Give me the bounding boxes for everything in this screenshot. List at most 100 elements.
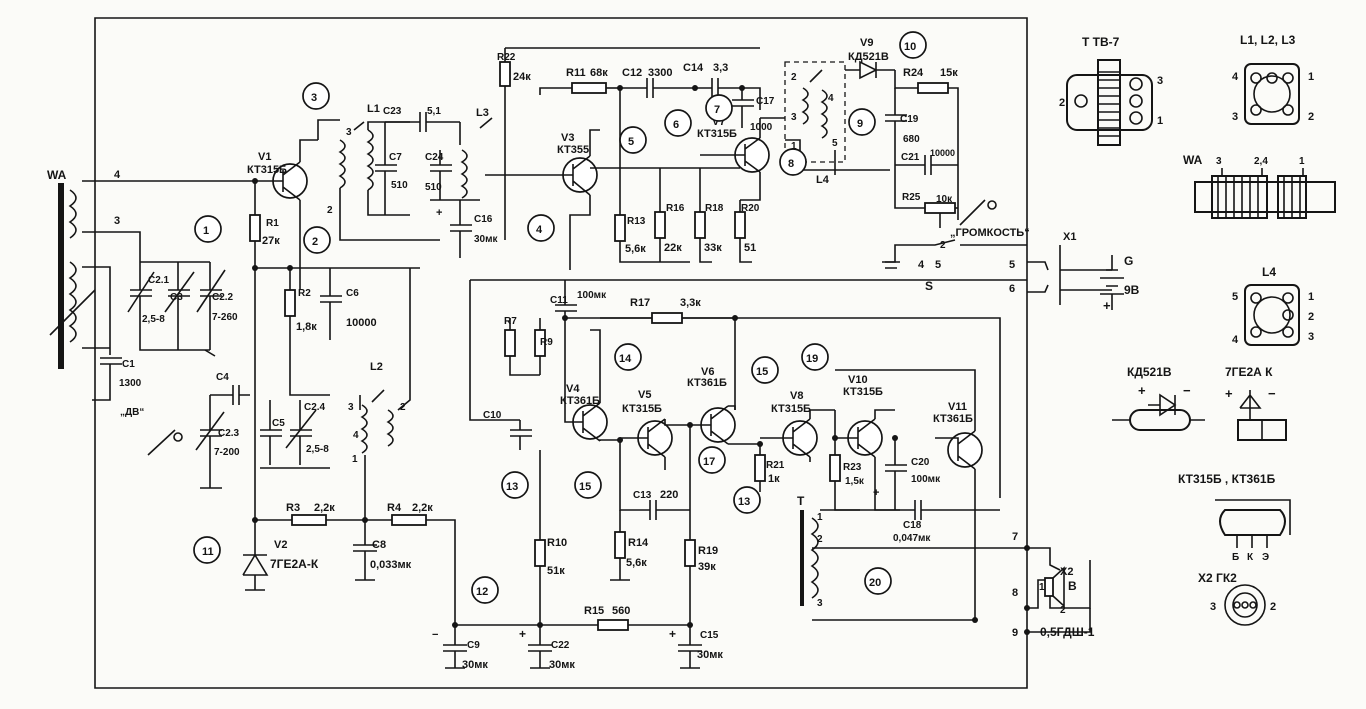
resistor-r22 (499, 47, 760, 240)
tuning-knob-label: „ДВ“ (120, 407, 144, 418)
v2-type: 7ГЕ2А-К (270, 557, 319, 571)
capacitor-c9 (443, 625, 467, 669)
v6-type: КТ361Б (687, 377, 727, 389)
test-point-6: 6 (664, 109, 692, 137)
resistor-r11 (539, 82, 620, 95)
v5-label: V5 (638, 389, 651, 401)
capacitor-c15 (678, 625, 702, 669)
test-point-1: 1 (194, 215, 222, 243)
x2-pinout-pin2: 2 (1270, 601, 1276, 613)
capacitor-c22 (528, 625, 552, 669)
test-point-15b: 15 (751, 356, 779, 384)
v3-type: КТ355 (557, 144, 589, 156)
c8-label: C8 (372, 539, 386, 551)
c2-3-value: 7-200 (214, 447, 240, 458)
r23-value: 1,5к (845, 476, 865, 487)
test-point-4: 4 (527, 214, 555, 242)
zener-pinout-plus: + (1225, 386, 1233, 401)
v6-label: V6 (701, 366, 714, 378)
r23-label: R23 (843, 462, 862, 473)
r20-value: 51 (744, 242, 756, 254)
x2-pinout-label: X2 ГК2 (1198, 571, 1237, 585)
r16-label: R16 (666, 203, 685, 214)
c6-label: C6 (346, 288, 359, 299)
l4-pin5: 5 (832, 138, 838, 149)
diode-pinout-minus: − (1183, 383, 1191, 398)
switch-note: „ГРОМКОСТЬ“ (950, 227, 1030, 239)
r11-value: 68к (590, 67, 608, 79)
l4-pin3: 3 (791, 112, 797, 123)
junctions (252, 85, 1030, 635)
t-tv7-label: Т ТВ-7 (1082, 35, 1120, 49)
l2-pin4: 4 (353, 430, 359, 441)
inductor-l3 (459, 117, 493, 199)
switch-s (882, 239, 1027, 269)
test-point-8: 8 (779, 148, 807, 176)
c19-value: 680 (903, 134, 920, 145)
pinout-wa (1194, 168, 1336, 219)
c12-value: 3300 (648, 67, 672, 79)
r1-label: R1 (266, 218, 279, 229)
zener-pinout-label: 7ГЕ2А К (1225, 365, 1273, 379)
l123-pin2: 2 (1308, 111, 1314, 123)
c2-4-value: 2,5-8 (306, 444, 329, 455)
c2-1-value: 2,5-8 (142, 314, 165, 325)
svg-text:7: 7 (714, 104, 720, 116)
c16-label: C16 (474, 214, 493, 225)
svg-text:11: 11 (202, 546, 214, 558)
c8-value: 0,033мк (370, 559, 412, 571)
c6-value: 10000 (346, 317, 377, 329)
wa-pinout-pin1: 1 (1299, 156, 1305, 167)
c11-value: 100мк (577, 290, 607, 301)
diode-pinout-plus: + (1138, 383, 1146, 398)
test-point-13b: 13 (733, 486, 761, 514)
l4-pinout-pin1: 1 (1308, 291, 1314, 303)
transistor-v10 (834, 409, 900, 511)
c17-label: C17 (756, 96, 775, 107)
capacitor-c10 (510, 420, 532, 450)
l123-label: L1, L2, L3 (1240, 33, 1296, 47)
v9-label: V9 (860, 37, 873, 49)
transistor-v7 (700, 118, 770, 201)
svg-text:13: 13 (738, 496, 750, 508)
l1-pin3: 3 (346, 127, 352, 138)
v10-label: V10 (848, 374, 868, 386)
c2-2-label: C2.2 (212, 292, 234, 303)
r21-value: 1к (768, 473, 780, 485)
x1-pin5: 5 (1009, 259, 1015, 271)
v8-type: КТ315Б (771, 403, 811, 415)
l4-pinout-pin4: 4 (1232, 334, 1239, 346)
x2-pin7: 7 (1012, 531, 1018, 543)
pinout-zener (1237, 390, 1287, 441)
l4-pinout-label: L4 (1262, 265, 1276, 279)
volume-knob (959, 199, 997, 226)
t-tv7-pin1: 1 (1157, 115, 1163, 127)
capacitor-c12 (620, 78, 695, 98)
resistor-r9 (534, 318, 546, 375)
resistor-r4 (391, 514, 456, 625)
svg-text:6: 6 (673, 119, 679, 131)
r1-value: 27к (262, 235, 280, 247)
c1-value: 1300 (119, 378, 142, 389)
c9-value: 30мк (462, 659, 488, 671)
speaker-pin1: 1 (1039, 582, 1045, 593)
v5-type: КТ315Б (622, 403, 662, 415)
transistor-v11 (835, 369, 983, 620)
r25-label: R25 (902, 192, 921, 203)
capacitor-c18 (820, 500, 1000, 520)
r19-value: 39к (698, 561, 716, 573)
l123-pin1: 1 (1308, 71, 1314, 83)
transistor-v5 (620, 418, 690, 470)
c20-plus: + (873, 487, 879, 499)
l1-pin2: 2 (327, 205, 333, 216)
t-pin2: 2 (817, 534, 823, 545)
wa-pinout-label: WA (1183, 153, 1203, 167)
resistor-r19 (684, 425, 696, 625)
c2-2-value: 7-260 (212, 312, 238, 323)
r3-label: R3 (286, 502, 300, 514)
v1-label: V1 (258, 151, 271, 163)
test-point-19: 19 (801, 343, 829, 371)
c13-label: C13 (633, 490, 652, 501)
speaker-type: 0,5ГДШ-1 (1040, 625, 1095, 639)
